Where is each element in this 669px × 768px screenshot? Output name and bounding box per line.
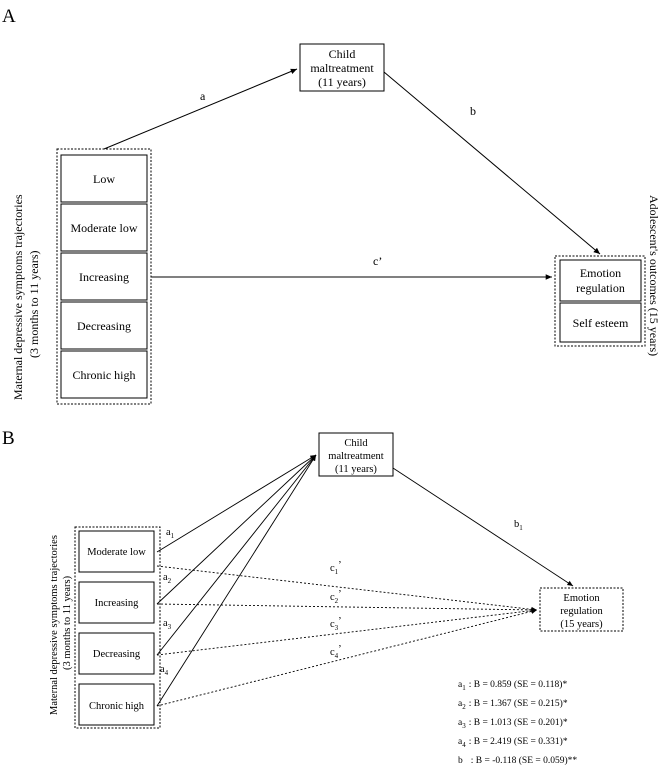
coefficient-a2: a2: B = 1.367 (SE = 0.215)*: [458, 698, 568, 711]
panel-b-coefficients: a1: B = 0.859 (SE = 0.118)* a2: B = 1.36…: [458, 679, 577, 766]
panel-a-predictor-label: Maternal depressive symptoms trajectorie…: [11, 194, 41, 400]
coefficient-b: b: B = -0.118 (SE = 0.059)**: [458, 755, 577, 766]
panel-b-outcome-box: Emotion regulation (15 years): [539, 587, 624, 632]
panel-b-outcome-line3: (15 years): [560, 619, 603, 630]
panel-b-predictor-label-line2: (3 months to 11 years): [62, 575, 73, 670]
panel-b-outcome-line2: regulation: [560, 606, 603, 617]
panel-b-mediator-line1: Child: [344, 438, 368, 449]
panel-b-path-a4-arrow: [156, 454, 317, 707]
panel-a-predictor-group: Low Moderate low Increasing Decreasing C…: [56, 148, 152, 405]
panel-b-letter: B: [2, 428, 15, 449]
panel-b-path-b1-label: b1: [514, 519, 523, 532]
panel-b-group-decreasing: Decreasing: [93, 649, 141, 660]
coefficient-a4: a4: B = 2.419 (SE = 0.331)*: [458, 736, 568, 749]
panel-b-group-moderate-low: Moderate low: [87, 547, 146, 558]
panel-b-mediator-line3: (11 years): [335, 464, 377, 475]
panel-b-outcome-line1: Emotion: [563, 593, 600, 604]
panel-b-path-a3-label: a3: [163, 618, 172, 631]
panel-b-path-a3-arrow: [156, 454, 317, 656]
panel-b-mediator-line2: maltreatment: [328, 451, 383, 462]
panel-a-path-a-arrow: [103, 68, 298, 150]
panel-b-path-b1-arrow: [392, 467, 574, 587]
panel-b-path-a4-label: a4: [160, 664, 169, 677]
panel-a-path-b-label: b: [470, 104, 476, 118]
panel-a-predictor-label-line2: (3 months to 11 years): [27, 250, 41, 358]
coefficient-a1: a1: B = 0.859 (SE = 0.118)*: [458, 679, 567, 692]
coefficient-a3: a3: B = 1.013 (SE = 0.201)*: [458, 717, 568, 730]
panel-a-outcome-group: Emotion regulation Self esteem: [554, 255, 646, 347]
panel-a-group-low: Low: [93, 172, 115, 186]
panel-b: B Child maltreatment (11 years) Maternal…: [2, 428, 624, 766]
panel-b-predictor-group: Moderate low Increasing Decreasing Chron…: [74, 526, 161, 729]
panel-a-outcome-label: Adolescent's outcomes (15 years): [647, 195, 661, 356]
panel-b-mediator-box: Child maltreatment (11 years): [318, 432, 394, 477]
panel-b-predictor-label: Maternal depressive symptoms trajectorie…: [49, 535, 73, 715]
panel-b-path-c2-arrow: [156, 603, 538, 613]
panel-b-path-c4-label: c4’: [330, 644, 342, 660]
panel-a-group-increasing: Increasing: [79, 270, 129, 284]
panel-b-group-chronic-high: Chronic high: [89, 701, 145, 712]
panel-b-path-c1-label: c1’: [330, 560, 342, 576]
panel-a-outcome-emotion-line1: Emotion: [580, 266, 621, 280]
panel-a-mediator-line1: Child: [329, 47, 356, 61]
panel-b-path-a1-arrow: [156, 454, 317, 553]
panel-a-mediator-line3: (11 years): [318, 75, 366, 89]
panel-b-path-c1-arrow: [156, 565, 538, 612]
panel-a-group-decreasing: Decreasing: [77, 319, 131, 333]
panel-a-letter: A: [2, 6, 16, 27]
panel-b-group-increasing: Increasing: [95, 598, 139, 609]
panel-a-group-moderate-low: Moderate low: [71, 221, 138, 235]
panel-b-path-a1-label: a1: [166, 527, 175, 540]
panel-a-group-chronic-high: Chronic high: [73, 368, 136, 382]
panel-a-mediator-box: Child maltreatment (11 years): [299, 43, 385, 92]
panel-b-path-c3-label: c3’: [330, 616, 342, 632]
panel-b-path-c4-arrow: [156, 608, 538, 707]
panel-a-mediator-line2: maltreatment: [310, 61, 374, 75]
panel-a-predictor-label-line1: Maternal depressive symptoms trajectorie…: [11, 194, 25, 400]
panel-a: A Child maltreatment (11 years) Maternal…: [2, 6, 661, 405]
panel-b-path-c2-label: c2’: [330, 589, 342, 605]
panel-b-path-a2-arrow: [156, 454, 317, 605]
panel-a-path-c-label: c’: [373, 254, 382, 268]
panel-a-path-b-arrow: [383, 71, 601, 255]
panel-a-outcome-self-esteem: Self esteem: [573, 316, 629, 330]
panel-b-path-a2-label: a2: [163, 572, 172, 585]
panel-a-path-a-label: a: [200, 89, 206, 103]
panel-a-outcome-emotion-line2: regulation: [576, 281, 625, 295]
panel-b-predictor-label-line1: Maternal depressive symptoms trajectorie…: [49, 535, 60, 715]
